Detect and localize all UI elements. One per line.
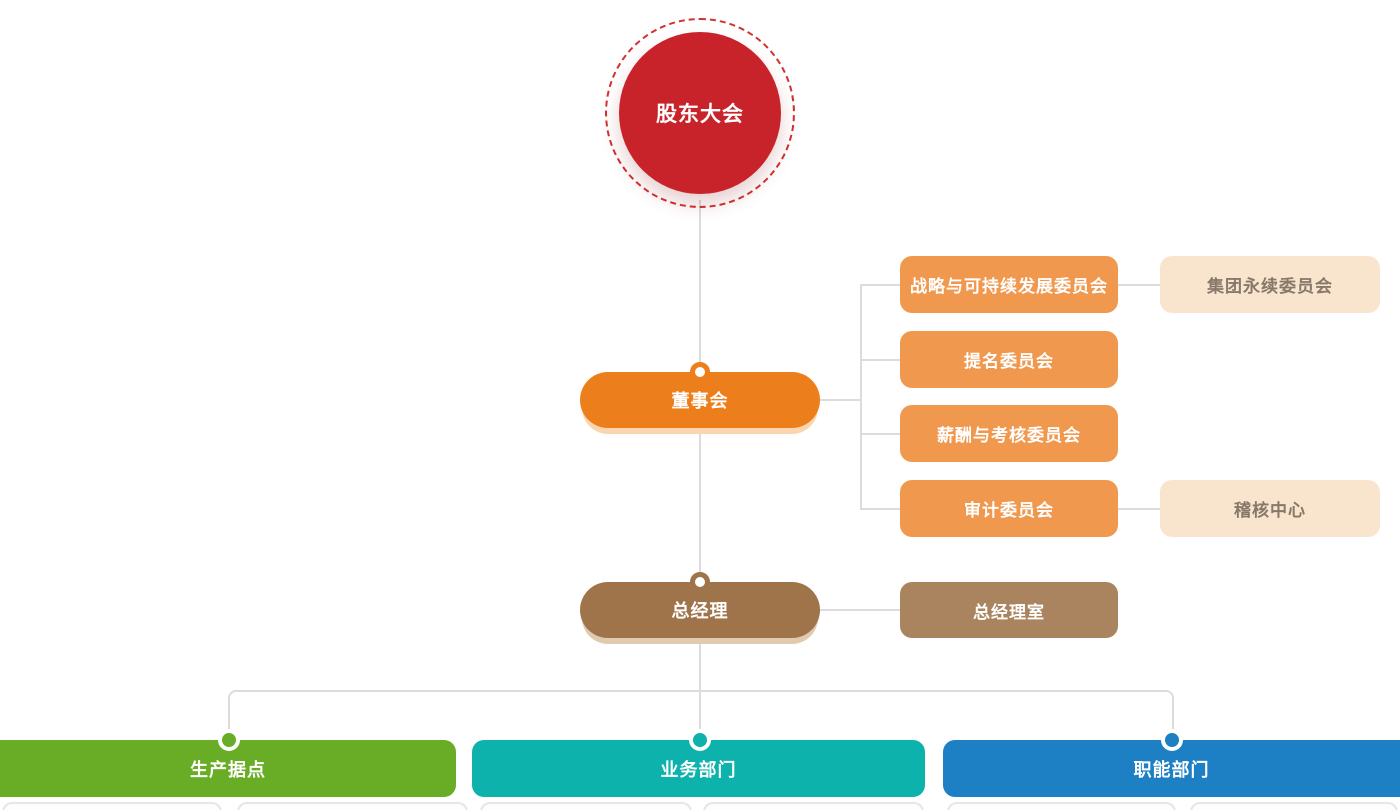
connector-root-to-board <box>699 200 701 372</box>
business-bar-connector-dot <box>689 729 711 751</box>
department-label: 职能部门 <box>1133 759 1210 780</box>
connector-gm-to-office <box>820 609 902 611</box>
cutoff-subbox <box>947 802 1176 810</box>
committee-label: 战略与可持续发展委员会 <box>910 277 1108 296</box>
connector-departments-tee <box>228 690 1174 742</box>
subunit-node-audit-center: 稽核中心 <box>1160 480 1380 537</box>
cutoff-subbox <box>1190 802 1398 810</box>
connector-committee-stub-3 <box>860 433 902 435</box>
department-bar-functional-departments: 职能部门 <box>943 740 1400 797</box>
committee-node-audit: 审计委员会 <box>900 480 1118 537</box>
gm-connector-dot <box>690 572 710 592</box>
root-dashed-ring <box>605 18 795 208</box>
root-node-label: 股东大会 <box>656 103 744 126</box>
production-bar-connector-dot <box>218 729 240 751</box>
functional-bar-connector-dot <box>1161 729 1183 751</box>
committee-node-nomination: 提名委员会 <box>900 331 1118 388</box>
board-connector-dot <box>690 362 710 382</box>
cutoff-subbox <box>237 802 468 810</box>
connector-committee-stub-2 <box>860 359 902 361</box>
gm-office-label: 总经理室 <box>973 602 1045 622</box>
root-node-shareholders-meeting: 股东大会 <box>619 32 781 194</box>
connector-audit-to-subunit <box>1116 508 1162 510</box>
connector-board-to-gm <box>699 428 701 582</box>
subunit-label: 稽核中心 <box>1234 501 1306 520</box>
connector-gm-to-departments <box>699 638 701 740</box>
connector-committee-stub-4 <box>860 508 902 510</box>
connector-strategy-to-subunit <box>1116 284 1162 286</box>
cutoff-subbox <box>480 802 692 810</box>
connector-committee-trunk <box>860 284 862 510</box>
committee-label: 审计委员会 <box>964 501 1054 520</box>
subunit-label: 集团永续委员会 <box>1207 277 1333 296</box>
board-node-label: 董事会 <box>671 391 729 411</box>
committee-node-remuneration-assessment: 薪酬与考核委员会 <box>900 405 1118 462</box>
committee-label: 薪酬与考核委员会 <box>937 426 1081 445</box>
gm-node-label: 总经理 <box>671 601 729 621</box>
gm-office-node: 总经理室 <box>900 582 1118 638</box>
connector-board-stub <box>820 399 862 401</box>
subunit-node-group-sustainability: 集团永续委员会 <box>1160 256 1380 313</box>
department-label: 生产据点 <box>190 759 266 780</box>
committee-node-strategy-sustainability: 战略与可持续发展委员会 <box>900 256 1118 313</box>
connector-committee-stub-1 <box>860 284 902 286</box>
cutoff-subbox <box>703 802 924 810</box>
committee-label: 提名委员会 <box>964 352 1054 371</box>
department-label: 业务部门 <box>660 759 737 780</box>
cutoff-subbox <box>2 802 222 810</box>
